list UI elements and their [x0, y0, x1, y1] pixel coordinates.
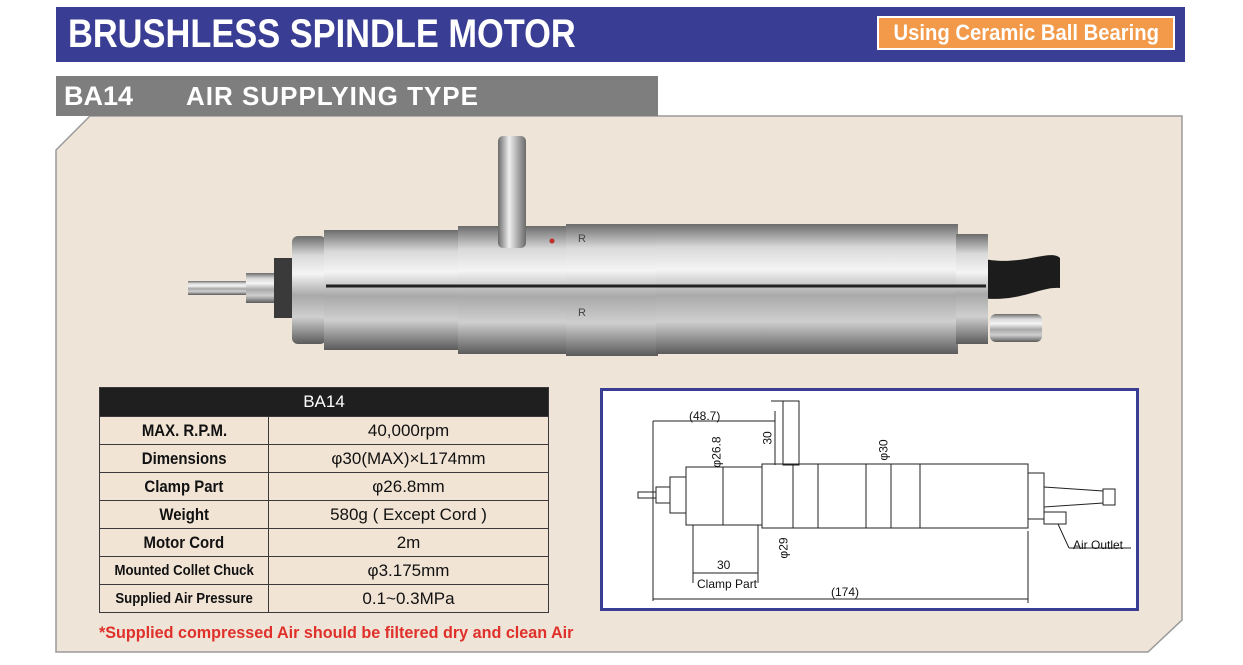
- spindle-motor-photo: R R: [188, 136, 1060, 356]
- dimension-drawing: (48.7) 30 φ26.8 φ30 φ29 30 Clamp Part (1…: [600, 388, 1139, 611]
- spec-value: φ30(MAX)×L174mm: [268, 444, 549, 473]
- model-name: BA14: [64, 81, 134, 111]
- spec-label: Dimensions: [99, 444, 269, 473]
- spec-table-heading: BA14: [99, 387, 549, 417]
- spec-value: 580g ( Except Cord ): [268, 500, 549, 529]
- spec-label: Clamp Part: [99, 472, 269, 501]
- spec-label: Motor Cord: [99, 528, 269, 557]
- dim-30-clamp: 30: [717, 558, 731, 572]
- table-row: Mounted Collet Chuck φ3.175mm: [99, 556, 549, 585]
- spec-value: φ3.175mm: [268, 556, 549, 585]
- table-row: Clamp Part φ26.8mm: [99, 472, 549, 501]
- rotation-mark-bottom: R: [578, 307, 586, 319]
- ceramic-bearing-badge: Using Ceramic Ball Bearing: [877, 16, 1175, 50]
- dim-48-7: (48.7): [689, 409, 721, 423]
- dim-phi30: φ30: [876, 439, 891, 461]
- table-row: Dimensions φ30(MAX)×L174mm: [99, 444, 549, 473]
- spec-table: BA14 MAX. R.P.M. 40,000rpm Dimensions φ3…: [99, 387, 549, 613]
- air-outlet-label: Air Outlet: [1073, 538, 1124, 552]
- spec-label: MAX. R.P.M.: [99, 416, 269, 445]
- model-type: AIR SUPPLYING TYPE: [186, 81, 479, 111]
- table-row: Supplied Air Pressure 0.1~0.3MPa: [99, 584, 549, 613]
- spec-value: φ26.8mm: [268, 472, 549, 501]
- spec-label: Weight: [99, 500, 269, 529]
- dim-174: (174): [831, 585, 860, 599]
- air-supply-note: *Supplied compressed Air should be filte…: [99, 623, 574, 642]
- spec-label: Supplied Air Pressure: [99, 584, 269, 613]
- spec-value: 40,000rpm: [268, 416, 549, 445]
- table-row: Weight 580g ( Except Cord ): [99, 500, 549, 529]
- section-title-bar: BA14 AIR SUPPLYING TYPE: [56, 76, 658, 116]
- dimension-lines: [637, 400, 1131, 603]
- spec-table-header-row: BA14: [99, 387, 549, 417]
- table-row: Motor Cord 2m: [99, 528, 549, 557]
- dim-phi29: φ29: [776, 537, 791, 559]
- clamp-part-label: Clamp Part: [697, 577, 758, 591]
- dim-phi26-8: φ26.8: [709, 436, 724, 468]
- badge-label: Using Ceramic Ball Bearing: [893, 20, 1159, 45]
- spec-label: Mounted Collet Chuck: [99, 556, 269, 585]
- rotation-mark-top: R: [578, 233, 586, 245]
- page-title: BRUSHLESS SPINDLE MOTOR: [68, 12, 576, 56]
- spec-value: 0.1~0.3MPa: [268, 584, 549, 613]
- dim-30-top: 30: [760, 431, 775, 445]
- header-bar: BRUSHLESS SPINDLE MOTOR Using Ceramic Ba…: [56, 7, 1185, 62]
- table-row: MAX. R.P.M. 40,000rpm: [99, 416, 549, 445]
- spec-value: 2m: [268, 528, 549, 557]
